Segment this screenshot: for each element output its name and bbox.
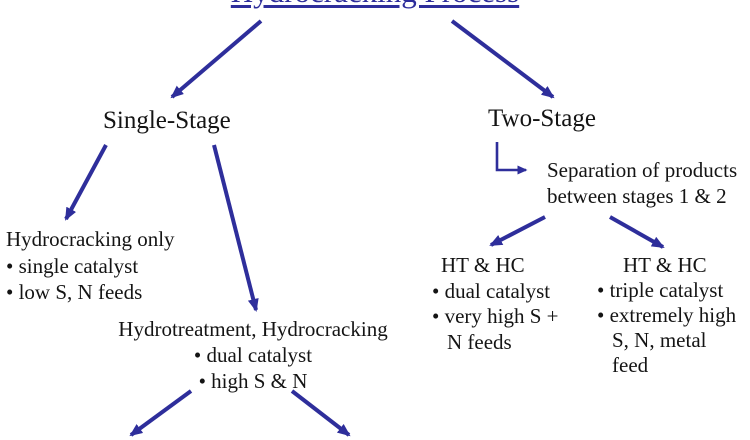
- bullet-continuation: S, N, metal: [612, 328, 707, 352]
- diagram-title: Hydrocracking Process: [0, 0, 750, 7]
- arrow-separation-to-ht-hc-right: [609, 215, 665, 249]
- bullet-continuation: feed: [612, 353, 649, 377]
- bullet-line: • dual catalyst: [193, 343, 313, 367]
- arrow-separation-to-ht-hc-left: [489, 215, 546, 247]
- arrow-title-to-single-stage: [170, 19, 263, 99]
- node-separation: Separation of products between stages 1 …: [547, 157, 737, 209]
- node-ht-hc-right: HT & HC • triple catalyst • extremely hi…: [597, 253, 736, 378]
- arrow-single-to-hydrocracking-only: [64, 144, 108, 221]
- bullet-line: • single catalyst: [6, 253, 139, 278]
- separation-line-2: between stages 1 & 2: [547, 184, 727, 208]
- bullet-line: • high S & N: [198, 369, 308, 393]
- bullet-line: • very high S +: [432, 304, 559, 328]
- node-single-stage: Single-Stage: [103, 107, 231, 134]
- node-heading: HT & HC: [441, 253, 525, 277]
- bullet-line: • low S, N feeds: [6, 280, 143, 304]
- node-heading: Hydrocracking only: [6, 227, 175, 251]
- arrow-hydrotreatment-branch-left: [129, 389, 193, 437]
- bullet-line: • dual catalyst: [432, 278, 551, 303]
- node-ht-hc-left: HT & HC • dual catalyst • very high S + …: [432, 253, 559, 355]
- node-two-stage: Two-Stage: [488, 105, 596, 132]
- separation-line-1: Separation of products: [547, 158, 738, 182]
- bullet-continuation: N feeds: [447, 329, 512, 354]
- arrow-single-to-hydrotreatment: [212, 144, 259, 312]
- bullet-line: • triple catalyst: [597, 278, 724, 302]
- node-heading: HT & HC: [623, 253, 707, 277]
- node-hydrotreatment-hydrocracking: Hydrotreatment, Hydrocracking • dual cat…: [117, 316, 389, 394]
- arrow-two-stage-to-separation: [495, 142, 528, 175]
- arrow-hydrotreatment-branch-right: [290, 389, 351, 437]
- node-heading: Hydrotreatment, Hydrocracking: [118, 317, 388, 341]
- node-hydrocracking-only: Hydrocracking only • single catalyst • l…: [6, 226, 175, 306]
- arrow-title-to-two-stage: [450, 19, 555, 99]
- bullet-line: • extremely high: [597, 303, 737, 327]
